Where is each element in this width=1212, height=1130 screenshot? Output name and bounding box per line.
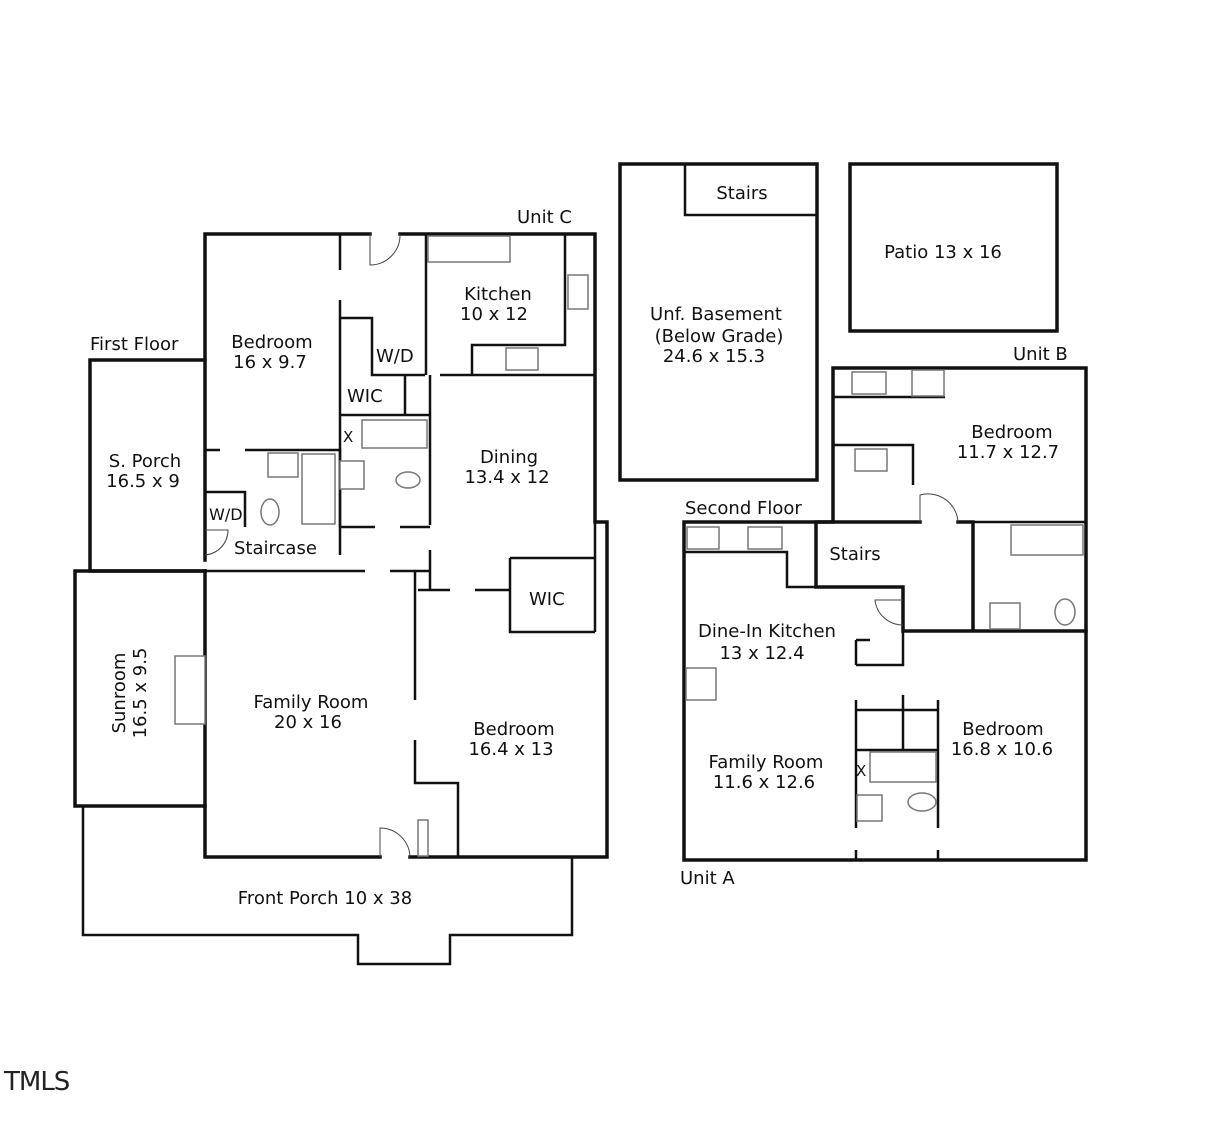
room-dims: 11.6 x 12.6 xyxy=(713,772,815,793)
basement-stairs-label: Stairs xyxy=(716,183,767,204)
bathtub-icon xyxy=(301,453,336,525)
toilet-icon xyxy=(395,471,421,489)
room-name: Family Room xyxy=(709,752,824,773)
closet-icon xyxy=(417,819,429,857)
room-name: Staircase xyxy=(234,538,317,559)
bathtub-icon xyxy=(869,751,937,783)
room-dims: 13 x 12.4 xyxy=(719,643,804,664)
bathtub-icon xyxy=(361,419,428,449)
toilet-icon xyxy=(907,792,937,812)
sink-icon xyxy=(989,602,1021,630)
room-dims: 16.5 x 9.5 xyxy=(130,648,151,739)
room-name: Bedroom xyxy=(473,719,554,740)
room-name: W/D xyxy=(376,346,414,367)
basement-name: Unf. Basement xyxy=(650,304,782,325)
second-floor-label: Second Floor xyxy=(685,498,802,519)
fireplace-icon xyxy=(174,655,206,725)
bathtub-icon xyxy=(1010,524,1084,556)
room-dims: 16 x 9.7 xyxy=(233,352,307,373)
room-name: Bedroom xyxy=(962,719,1043,740)
fridge-icon xyxy=(685,667,717,701)
toilet-icon xyxy=(1054,598,1076,626)
room-name: Bedroom xyxy=(971,422,1052,443)
sink-icon xyxy=(567,274,589,310)
sink-icon xyxy=(339,460,365,490)
room-name: WIC xyxy=(347,386,383,407)
tmls-logo: TMLS xyxy=(3,1067,70,1097)
room-dims: 10 x 12 xyxy=(460,304,528,325)
sink-icon xyxy=(851,371,887,395)
counter-icon xyxy=(427,235,511,263)
room-dims: 16.4 x 13 xyxy=(468,739,553,760)
unit-a-label: Unit A xyxy=(680,868,735,889)
room-name: Family Room xyxy=(254,692,369,713)
room-dims: 16.8 x 10.6 xyxy=(951,739,1053,760)
stove-icon xyxy=(686,526,720,550)
room-name: Front Porch 10 x 38 xyxy=(238,888,412,909)
unit-b-label: Unit B xyxy=(1013,344,1068,365)
room-name: X xyxy=(343,428,353,446)
room-name: X xyxy=(856,762,866,780)
room-name: W/D xyxy=(209,505,243,524)
stove-icon xyxy=(505,347,539,371)
room-name: S. Porch xyxy=(109,451,181,472)
basement-stairs-outline xyxy=(683,164,817,217)
unit-c-label: Unit C xyxy=(517,207,572,228)
room-name: Kitchen xyxy=(464,284,532,305)
room-name: Dining xyxy=(480,447,538,468)
sink-icon xyxy=(267,452,299,478)
room-name: Sunroom xyxy=(109,653,130,734)
basement-note: (Below Grade) xyxy=(655,326,784,347)
room-dims: 16.5 x 9 xyxy=(106,471,180,492)
basement-dims: 24.6 x 15.3 xyxy=(663,346,765,367)
room-name: WIC xyxy=(529,589,565,610)
basement-outline xyxy=(618,162,819,482)
room-dims: 11.7 x 12.7 xyxy=(957,442,1059,463)
patio-label: Patio 13 x 16 xyxy=(884,242,1002,263)
room-name: Stairs xyxy=(829,544,880,565)
first-floor-label: First Floor xyxy=(90,334,179,355)
room-dims: 20 x 16 xyxy=(274,712,342,733)
room-dims: 13.4 x 12 xyxy=(464,467,549,488)
sink-icon xyxy=(747,526,783,550)
room-name: Bedroom xyxy=(231,332,312,353)
first-floor-fixtures xyxy=(174,233,589,858)
second-floor-walls xyxy=(682,366,1088,862)
toilet-icon xyxy=(260,498,280,526)
first-floor-walls xyxy=(73,232,609,966)
sink-icon xyxy=(856,794,883,822)
fridge-icon xyxy=(911,369,945,397)
patio-outline xyxy=(848,162,1059,333)
second-floor-fixtures xyxy=(685,369,1084,822)
room-name: Dine-In Kitchen xyxy=(698,621,836,642)
stove-icon xyxy=(854,448,888,472)
